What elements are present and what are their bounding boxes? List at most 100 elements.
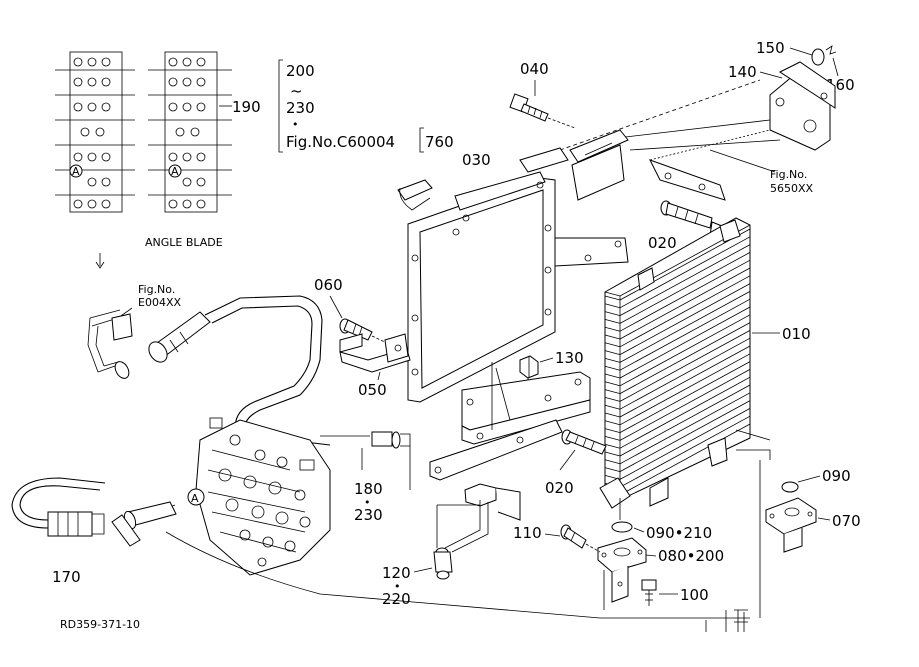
figure-ref-5650-line2: 5650XX [770,182,814,195]
part-label-090-210: 090•210 [646,524,712,542]
marker-a-text: A [72,165,80,178]
o-ring-090 [611,521,633,533]
bolt-020-lower [561,429,607,455]
cooler-fin [619,259,751,332]
cooler-fin-edge [604,389,621,394]
cooler-fin [619,361,751,433]
part-label-100: 100 [680,586,709,604]
cooler-fin-edge [604,358,621,363]
cooler-fin [619,322,751,394]
radiator-frame-030 [397,171,556,403]
o-ring-090-right [781,481,799,493]
part-label-170: 170 [52,568,81,586]
part-label-080-200: 080•200 [658,547,724,565]
upper-bracket [519,129,726,267]
marker-a-text: A [171,165,179,178]
part-label-220: 220 [382,590,411,608]
cooler-fin-edge [604,373,621,379]
cooler-fin [619,314,751,387]
cooler-fin-edge [604,381,621,387]
fitting-110 [560,524,587,549]
figure-ref-e004-line2: E004XX [138,296,181,309]
bolt-040 [509,93,549,122]
cooler-fin-edge [604,459,621,465]
drawing-code: RD359-371-10 [60,618,140,631]
cooler-fin [619,236,751,309]
cooler-fin [619,291,751,363]
cooler-fin-edge [604,295,621,301]
part-label-180: 180 [354,480,383,498]
valve-schematic-left: A [55,51,135,213]
fitting-060 [339,318,373,341]
part-label-010: 010 [782,325,811,343]
cooler-fin [619,423,751,496]
cooler-fin-edge [604,467,621,472]
cooler-fin [619,408,751,480]
part-label-110: 110 [513,524,542,542]
cooler-fin-edge [604,342,621,348]
range-tilde: ~ [290,82,303,100]
flange-070 [765,497,817,553]
cooler-fin-edge [604,319,621,324]
part-label-120: 120 [382,564,411,582]
bracket-140 [769,61,836,151]
cooler-fin [619,267,751,340]
cooler-fin-edge [604,303,621,309]
angle-blade-caption: ANGLE BLADE [145,236,223,249]
figure-ref-e004-line1: Fig.No. [138,283,175,296]
hose-170 [11,477,750,619]
part-label-050: 050 [358,381,387,399]
pin-160 [825,45,837,55]
flange-080 [597,537,647,603]
part-label-230-lower: 230 [354,506,383,524]
separator-dot: • [394,580,401,593]
part-label-090: 090 [822,467,851,485]
part-label-020-lower: 020 [545,479,574,497]
port-a-marker [69,164,83,178]
pipe-120 [433,483,521,580]
cooler-fin [619,306,751,379]
cooler-fin [619,392,751,465]
cooler-fin [619,400,751,472]
cooler-fin-edge [604,365,621,371]
part-label-760: 760 [425,133,454,151]
part-label-130: 130 [555,349,584,367]
cooler-fin [619,384,751,457]
cooler-fin-edge [604,436,621,441]
part-label-030: 030 [462,151,491,169]
cooler-fin-edge [604,311,621,316]
cooler-fin-edge [604,443,621,449]
cooler-fin [619,376,751,449]
control-valve-block: A [187,417,331,576]
cooler-fin-edge [604,334,621,340]
cooler-fin-edge [604,350,621,355]
adapter-180 [320,431,411,490]
cooler-fin [619,337,751,410]
part-label-230: 230 [286,99,315,117]
part-label-150: 150 [756,39,785,57]
part-label-070: 070 [832,512,861,530]
cooler-fin-edge [604,451,621,457]
bolt-100 [641,579,657,606]
down-arrow-icon [95,253,105,269]
cooler-fin [619,345,751,418]
oil-cooler-010 [599,217,771,509]
part-label-040: 040 [520,60,549,78]
part-label-140: 140 [728,63,757,81]
part-label-200: 200 [286,62,315,80]
figure-ref-5650-line1: Fig.No. [770,168,807,181]
lower-bracket-plate [429,362,591,481]
cooler-fin-edge [604,397,621,402]
washer-150 [811,48,825,66]
marker-a-text: A [191,492,199,505]
cooler-fin [619,353,751,426]
separator-dot: • [292,118,299,131]
part-label-020-upper: 020 [648,234,677,252]
bracket-050 [339,333,411,373]
cooler-fin [619,252,751,324]
cooler-fin [619,369,751,441]
cooler-fin [619,415,751,488]
cooler-fin [619,298,751,371]
cooler-fin-edge [604,420,621,426]
